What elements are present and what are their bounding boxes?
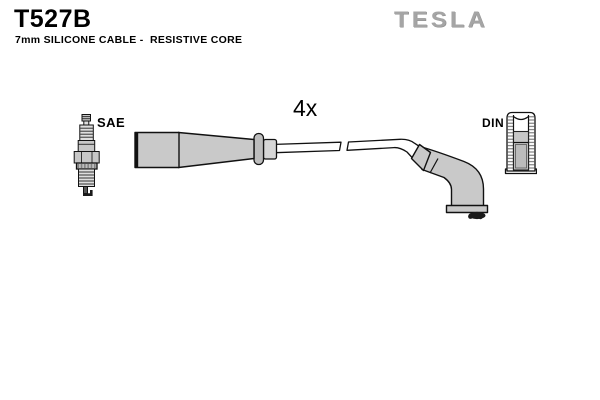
din-wall-right — [529, 116, 535, 169]
elbow-boot-terminal — [468, 211, 486, 220]
brand-logo: TESLA — [394, 7, 489, 32]
quantity-label: 4x — [293, 95, 318, 121]
part-number: T527B — [14, 5, 92, 33]
spark-plug-hex-shell — [73, 151, 100, 170]
cable-wire-left — [274, 141, 342, 154]
spark-plug-icon — [73, 114, 100, 196]
din-connector-icon — [504, 111, 537, 175]
sae-connector-label: SAE — [97, 115, 126, 130]
cable-wire-right — [346, 138, 420, 159]
product-subtitle: 7mm SILICONE CABLE - RESISTIVE CORE — [15, 34, 243, 46]
spark-plug-threads — [78, 168, 95, 187]
straight-boot — [134, 131, 278, 169]
spark-plug-insulator — [77, 124, 96, 152]
elbow-boot — [410, 143, 489, 220]
din-inner-terminal — [512, 130, 530, 171]
elbow-boot-flange — [445, 204, 489, 214]
elbow-boot-collar — [410, 143, 432, 172]
spark-plug-terminal — [81, 114, 91, 126]
din-connector-label: DIN — [482, 116, 505, 130]
spark-plug-electrode — [83, 186, 93, 196]
ignition-cable-illustration — [134, 131, 489, 220]
din-wall-left — [507, 116, 513, 169]
